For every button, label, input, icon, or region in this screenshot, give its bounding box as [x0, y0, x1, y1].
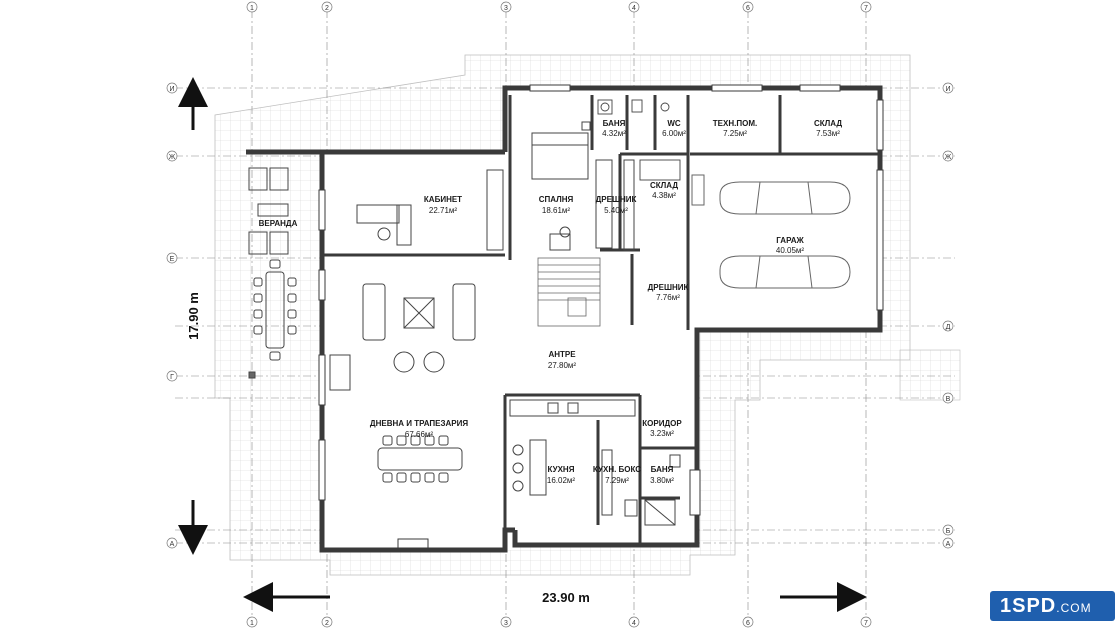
- room-storage1-name: СКЛАД: [814, 119, 842, 128]
- axis-7-top: 7: [864, 5, 868, 12]
- axis-7-bottom: 7: [864, 620, 868, 627]
- axis-1-top: 1: [250, 5, 254, 12]
- axis-A-right: А: [946, 541, 951, 548]
- axis-2-top: 2: [325, 5, 329, 12]
- room-closet2-area: 7.76м²: [656, 293, 680, 302]
- axis-2-bottom: 2: [325, 620, 329, 627]
- axis-A-left: А: [170, 541, 175, 548]
- room-hall-name: АНТРЕ: [548, 350, 576, 359]
- garage-cars: [691, 174, 851, 289]
- room-living-area: 67.66м²: [405, 430, 434, 439]
- dimension-horizontal: 23.90 m: [542, 590, 590, 605]
- partitions: [322, 95, 880, 545]
- room-garage-area: 40.05м²: [776, 246, 805, 255]
- room-bath1-name: БАНЯ: [603, 119, 626, 128]
- room-bath2-name: БАНЯ: [651, 465, 674, 474]
- axis-letter-markers: [166, 82, 954, 549]
- room-closet2-name: ДРЕШНИК: [648, 283, 689, 292]
- office-furniture: [356, 169, 504, 251]
- room-corridor-area: 3.23м²: [650, 429, 674, 438]
- room-storage2-name: СКЛАД: [650, 181, 678, 190]
- axis-3-bottom: 3: [504, 620, 508, 627]
- room-pantry-name: КУХН. БОКС: [593, 465, 641, 474]
- room-garage-name: ГАРАЖ: [776, 236, 804, 245]
- room-wc-name: WC: [667, 119, 681, 128]
- room-pantry-area: 7.29м²: [605, 476, 629, 485]
- room-closet-name: ДРЕШНИК: [596, 195, 637, 204]
- site-logo: 1SPD.COM: [990, 591, 1115, 621]
- dimension-vertical: 17.90 m: [186, 292, 201, 340]
- axis-E-left: Е: [170, 256, 175, 263]
- room-tech-name: ТЕХН.ПОМ.: [713, 119, 757, 128]
- room-bedroom-name: СПАЛНЯ: [539, 195, 574, 204]
- living-furniture: [329, 283, 476, 483]
- room-closet-area: 5.40м²: [604, 206, 628, 215]
- axis-I-left: И: [169, 86, 174, 93]
- room-office-area: 22.71м²: [429, 206, 458, 215]
- axis-4-top: 4: [632, 5, 636, 12]
- axis-Zh-left: Ж: [169, 154, 176, 161]
- kitchen-furniture: [509, 399, 681, 526]
- room-tech-area: 7.25м²: [723, 129, 747, 138]
- axis-3-top: 3: [504, 5, 508, 12]
- room-veranda-name: ВЕРАНДА: [259, 219, 298, 228]
- staircase: [537, 257, 601, 327]
- room-labels: ВЕРАНДА КАБИНЕТ 22.71м² СПАЛНЯ 18.61м² Д…: [259, 119, 843, 485]
- axis-I-right: И: [945, 86, 950, 93]
- axis-6-bottom: 6: [746, 620, 750, 627]
- bedroom-furniture: [531, 121, 635, 251]
- axis-4-bottom: 4: [632, 620, 636, 627]
- interior-floor: [322, 88, 880, 550]
- room-storage1-area: 7.53м²: [816, 129, 840, 138]
- veranda-furniture: [248, 167, 297, 379]
- room-hall-area: 27.80м²: [548, 361, 577, 370]
- room-kitchen-name: КУХНЯ: [548, 465, 575, 474]
- axis-1-bottom: 1: [250, 620, 254, 627]
- axis-number-labels: 1 2 3 4 6 7 1 2 3 4 6 7: [250, 5, 868, 627]
- axis-D-right: Д: [946, 324, 951, 331]
- room-wc-area: 6.00м²: [662, 129, 686, 138]
- axis-6-top: 6: [746, 5, 750, 12]
- logo-suffix: .COM: [1056, 601, 1092, 615]
- axis-Zh-right: Ж: [945, 154, 952, 161]
- axis-V-right: В: [946, 396, 951, 403]
- room-living-name: ДНЕВНА И ТРАПЕЗАРИЯ: [370, 419, 468, 428]
- room-bath2-area: 3.80м²: [650, 476, 674, 485]
- room-office-name: КАБИНЕТ: [424, 195, 462, 204]
- room-storage2-area: 4.38м²: [652, 191, 676, 200]
- room-kitchen-area: 16.02м²: [547, 476, 576, 485]
- room-bedroom-area: 18.61м²: [542, 206, 571, 215]
- bathroom-fixtures: [597, 99, 681, 181]
- logo-main: 1SPD: [1000, 595, 1057, 617]
- axis-number-markers: [246, 1, 872, 628]
- walls: [246, 85, 883, 553]
- room-corridor-name: КОРИДОР: [642, 419, 682, 428]
- dimension-arrows: [178, 77, 867, 612]
- room-bath1-area: 4.32м²: [602, 129, 626, 138]
- windows: [318, 84, 884, 549]
- axis-B-right: Б: [946, 528, 951, 535]
- axis-letter-labels: И Ж Е Г А И Ж Д В Б А: [169, 86, 952, 548]
- axis-G-left: Г: [170, 374, 174, 381]
